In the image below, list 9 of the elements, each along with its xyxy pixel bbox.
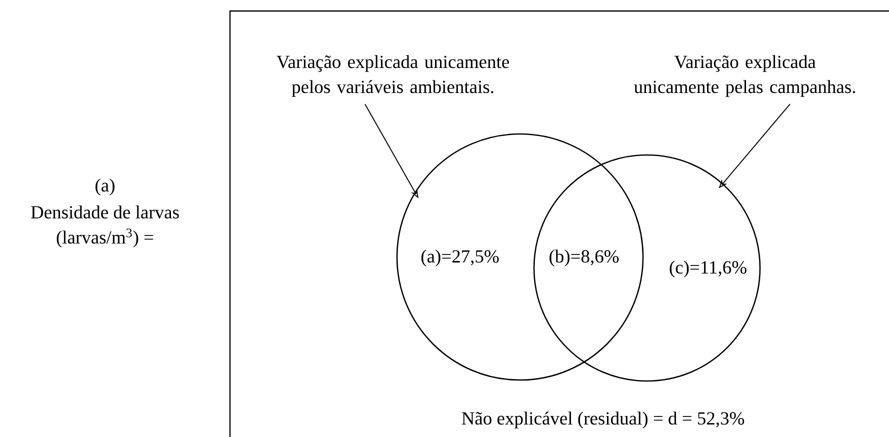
percentage-label: (b)=8,6% [550, 250, 619, 266]
side-label: Densidade de larvas [31, 206, 179, 219]
side-label: (a) [96, 178, 114, 196]
callout-text: Variação explicada unicamente pelas campanhas. [634, 55, 856, 97]
residual-label: Não explicável (residual) = d = 52,3% [462, 412, 744, 428]
percentage-label: (a)=27,5% [421, 250, 499, 266]
callout-text: Variação explicada unicamente pelos variáveis ambientais. [276, 55, 509, 97]
percentage-label: (c)=11,6% [670, 260, 746, 278]
side-label: (larvas/m$^{3}$) = [56, 228, 154, 248]
